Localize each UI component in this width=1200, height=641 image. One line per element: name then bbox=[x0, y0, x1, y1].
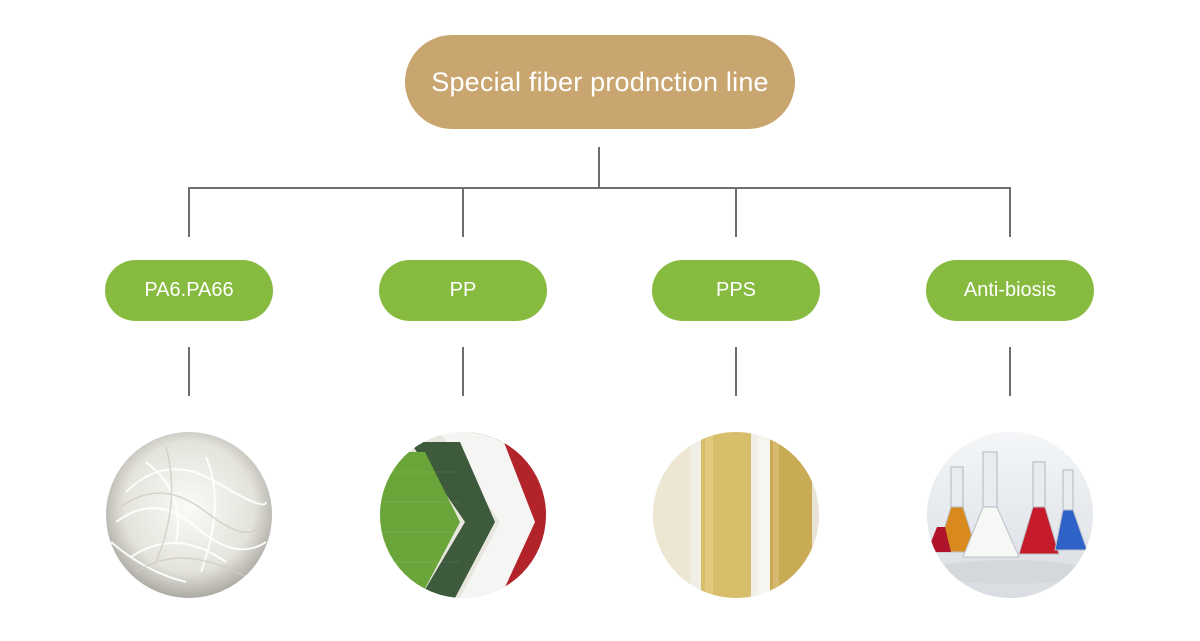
colored-pellets-flasks-image bbox=[927, 432, 1093, 598]
connector-to-image-pp bbox=[462, 347, 464, 396]
category-label: PA6.PA66 bbox=[144, 279, 234, 301]
connector-to-image-antibiosis bbox=[1009, 347, 1011, 396]
stacked-felt-fabric-image bbox=[380, 432, 546, 598]
connector-to-image-pa6 bbox=[188, 347, 190, 396]
connector-branch-pps bbox=[735, 187, 737, 237]
connector-branch-antibiosis bbox=[1009, 187, 1011, 237]
connector-branch-pp bbox=[462, 187, 464, 237]
category-label: PPS bbox=[715, 279, 757, 301]
category-node-pa6-pa66: PA6.PA66 bbox=[105, 260, 273, 321]
category-node-anti-biosis: Anti-biosis bbox=[926, 260, 1094, 321]
connector-branch-pa6 bbox=[188, 187, 190, 237]
root-node: Special fiber prodnction line bbox=[405, 35, 795, 129]
filter-bags-image bbox=[653, 432, 819, 598]
category-node-pps: PPS bbox=[652, 260, 820, 321]
connector-to-image-pps bbox=[735, 347, 737, 396]
category-label: Anti-biosis bbox=[963, 279, 1057, 301]
connector-root-stem bbox=[598, 147, 600, 188]
category-label: PP bbox=[449, 279, 477, 301]
category-node-pp: PP bbox=[379, 260, 547, 321]
connector-horizontal-bus bbox=[188, 187, 1011, 189]
root-node-label: Special fiber prodnction line bbox=[431, 66, 769, 97]
white-fiber-fluff-image bbox=[106, 432, 272, 598]
